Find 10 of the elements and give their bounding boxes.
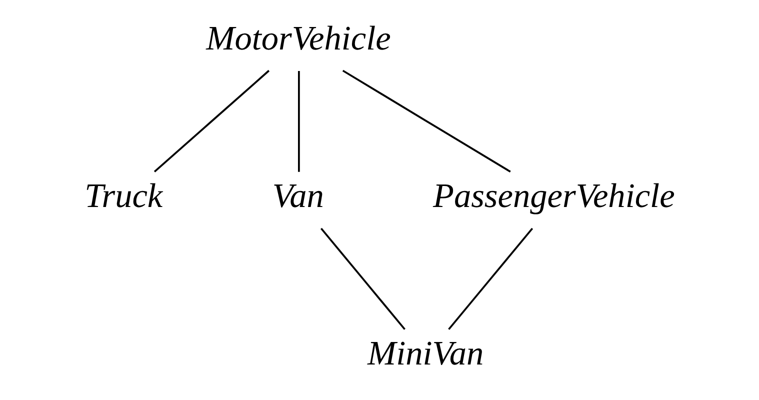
node-text: MiniVan — [367, 334, 484, 373]
node-text: PassengerVehicle — [432, 177, 674, 216]
connector — [298, 70, 300, 172]
node-text: MotorVehicle — [206, 20, 390, 58]
node-text: Van — [272, 177, 324, 216]
connector — [153, 70, 270, 172]
connector — [448, 228, 533, 330]
node-text: Truck — [84, 177, 162, 216]
connector — [342, 70, 510, 173]
connector — [320, 228, 405, 330]
